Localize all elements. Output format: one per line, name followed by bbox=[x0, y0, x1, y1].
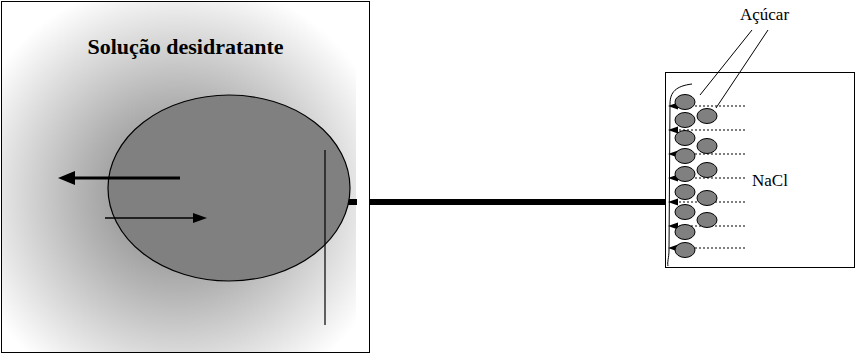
leader-line bbox=[700, 30, 752, 95]
sugar-molecule bbox=[675, 167, 695, 182]
sugar-molecule bbox=[675, 185, 695, 200]
zoom-bar bbox=[370, 199, 665, 205]
leader-line bbox=[716, 30, 768, 108]
zoom-ground bbox=[665, 72, 855, 268]
water-out-arrow bbox=[72, 177, 180, 180]
sugar-molecules bbox=[675, 95, 717, 258]
sugar-molecule bbox=[675, 243, 695, 258]
sugar-molecule bbox=[697, 191, 717, 206]
sugar-molecule bbox=[675, 131, 695, 146]
sugar-molecule bbox=[697, 163, 717, 178]
sugar-molecule bbox=[675, 225, 695, 240]
dotted-arrows bbox=[668, 103, 745, 252]
food-piece bbox=[108, 95, 350, 281]
sugar-molecule bbox=[675, 149, 695, 164]
box-text: NaCl bbox=[752, 171, 788, 191]
sugar-label: Açúcar bbox=[740, 5, 789, 25]
sugar-molecule bbox=[697, 139, 717, 154]
sugar-molecule bbox=[675, 95, 695, 110]
arrow-head bbox=[58, 171, 75, 185]
sugar-molecule bbox=[675, 205, 695, 220]
sugar-molecule bbox=[697, 109, 717, 124]
zoom-box: NaCl bbox=[665, 72, 855, 268]
arrow-head bbox=[193, 213, 207, 223]
solution-box: Solução desidratante bbox=[1, 1, 370, 353]
box-title: Solução desidratante bbox=[2, 34, 369, 60]
sugar-molecule bbox=[675, 113, 695, 128]
sugar-molecule bbox=[697, 213, 717, 228]
surface-line bbox=[324, 150, 325, 325]
solute-in-arrow bbox=[105, 217, 195, 219]
